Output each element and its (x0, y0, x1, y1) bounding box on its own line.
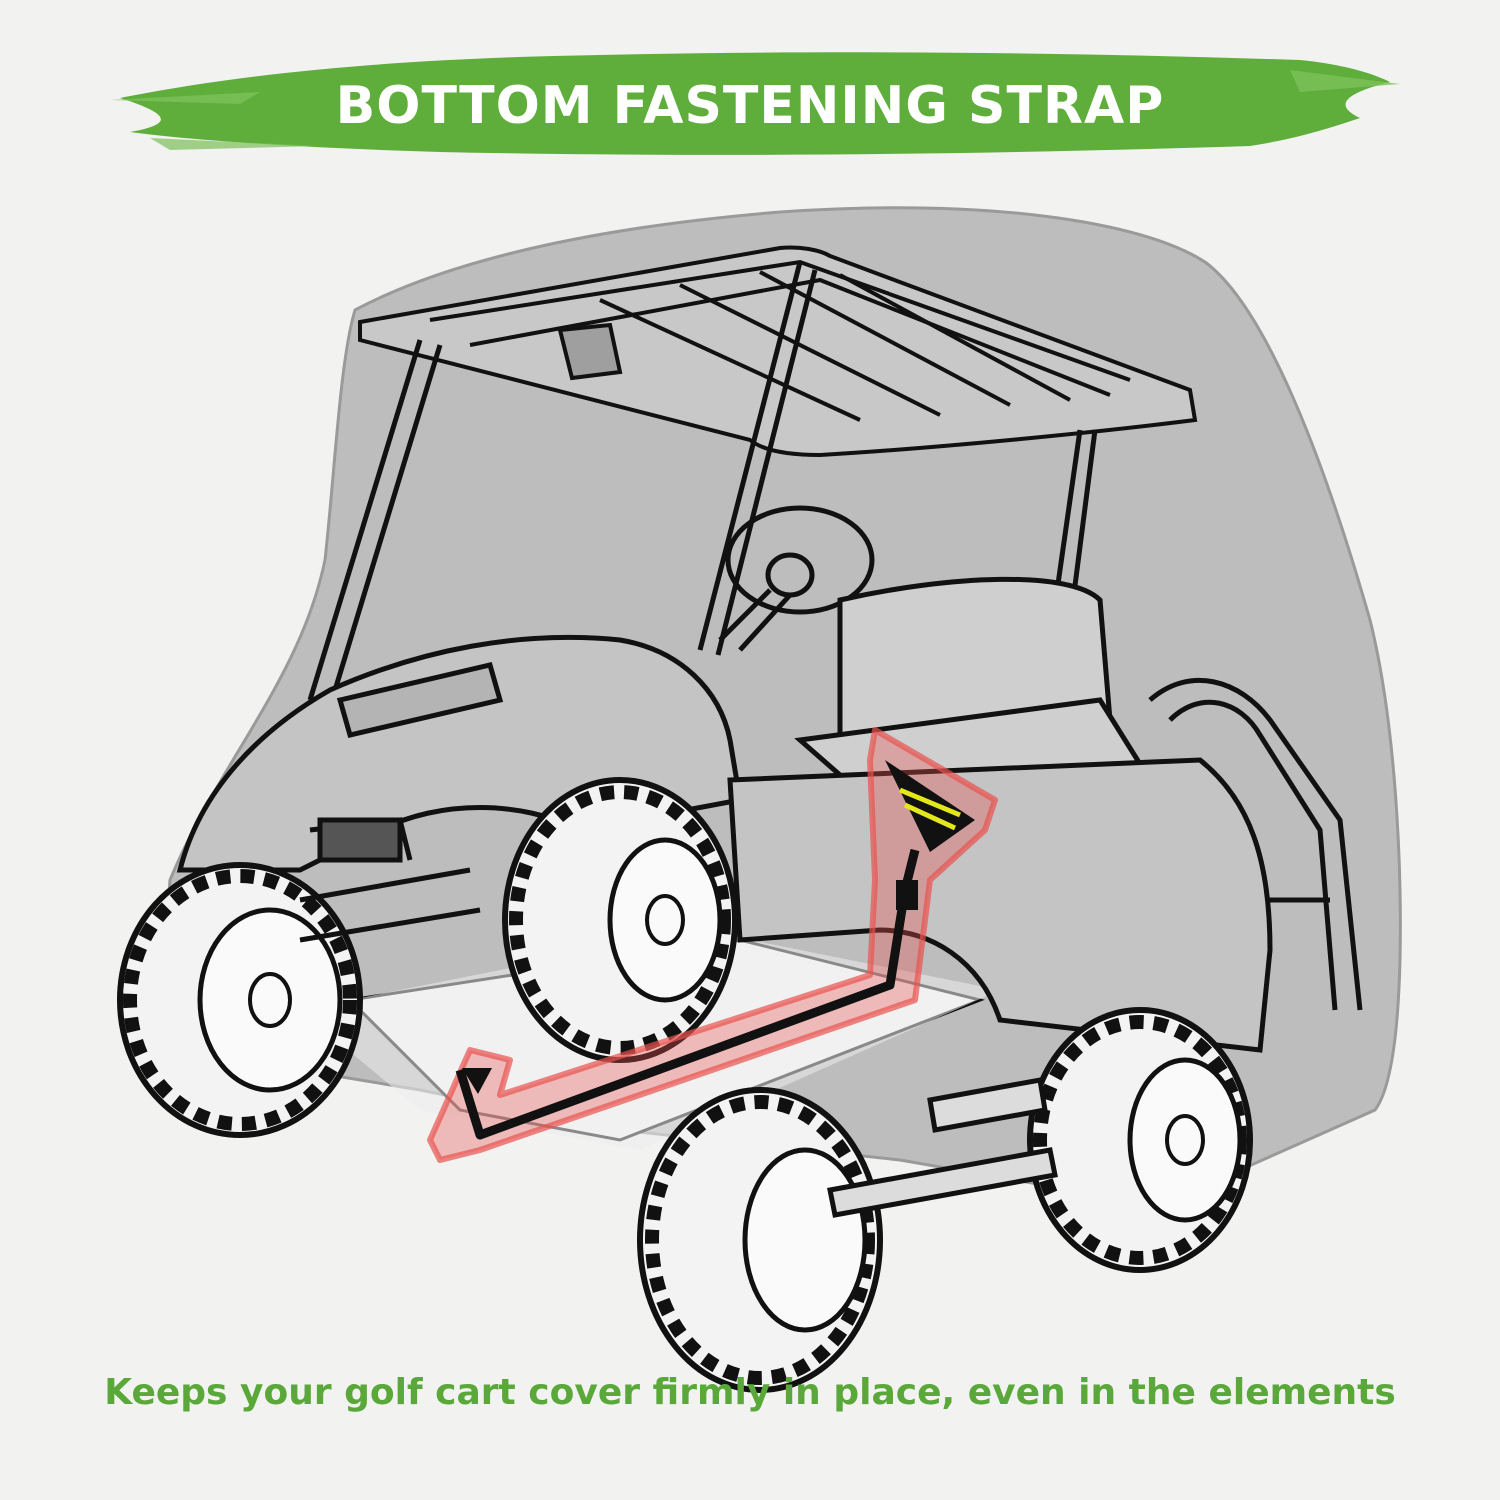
strap-icon (455, 760, 975, 1140)
front-suspension (299, 817, 481, 943)
feature-caption: Keeps your golf cart cover firmly in pla… (104, 1372, 1396, 1413)
wheel-front-left (117, 862, 363, 1138)
cart-roof-supports (307, 261, 1098, 701)
rear-axle (827, 1077, 1058, 1218)
strap-highlight (427, 727, 998, 1163)
wheel-rear-left (637, 1087, 883, 1393)
wheel-rear-right (1027, 1007, 1253, 1273)
banner-title: BOTTOM FASTENING STRAP (335, 76, 1165, 136)
steering-wheel (718, 505, 875, 652)
banner-brush-stroke (110, 52, 1400, 155)
wheel-front-right (502, 777, 738, 1063)
